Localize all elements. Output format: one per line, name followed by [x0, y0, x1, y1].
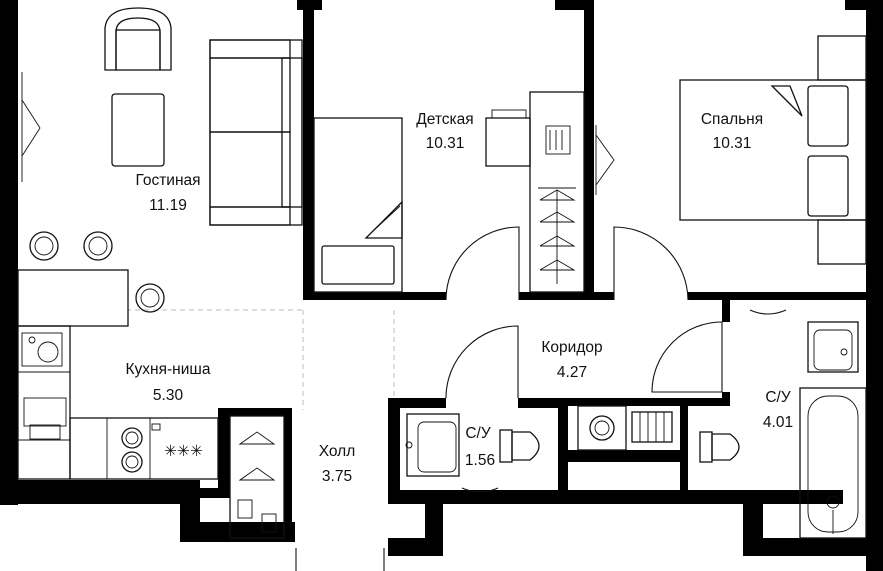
cooktop-icon: ✳✳✳	[164, 443, 203, 460]
room-area: 10.31	[426, 135, 465, 152]
sink-icon	[807, 321, 859, 373]
room-label-hall: Холл 3.75	[319, 443, 356, 485]
room-area: 1.56	[465, 452, 495, 469]
svg-text:✳✳✳: ✳✳✳	[164, 443, 203, 460]
bedroom-window-sill	[749, 309, 787, 315]
bed-icon	[313, 117, 403, 293]
room-name: С/У	[465, 425, 491, 442]
room-name: Гостиная	[135, 172, 200, 189]
room-name: Спальня	[701, 111, 763, 128]
room-area: 11.19	[149, 197, 187, 214]
room-area: 5.30	[153, 387, 184, 404]
stove-icon	[121, 423, 161, 473]
keyboard-icon	[545, 125, 571, 155]
armchair-icon	[104, 7, 172, 71]
washing-machine-icon	[577, 405, 627, 451]
sink-icon	[405, 413, 460, 477]
room-label-kitchen: Кухня-ниша 5.30	[126, 361, 211, 404]
kitchen-counter	[17, 325, 219, 480]
sink-icon	[21, 332, 67, 440]
window-icon	[21, 72, 615, 195]
sofa-icon	[209, 39, 303, 226]
wardrobe-hanger-icon	[538, 187, 576, 284]
room-label-bedroom: Спальня 10.31	[701, 111, 763, 152]
bath-small-door-sill	[461, 487, 499, 493]
room-label-corridor: Коридор 4.27	[541, 339, 602, 381]
bar-stool-icon	[29, 231, 165, 313]
room-area: 4.01	[763, 414, 793, 431]
door-swing-icon	[295, 226, 723, 571]
room-name: С/У	[765, 389, 791, 406]
toilet-icon	[499, 429, 540, 463]
radiator-icon	[631, 411, 673, 443]
room-name: Кухня-ниша	[126, 361, 211, 378]
room-name: Детская	[416, 111, 473, 128]
room-area: 4.27	[557, 364, 587, 381]
wardrobe-hanger-icon	[229, 415, 285, 539]
room-name: Холл	[319, 443, 356, 460]
room-label-bath-large: С/У 4.01	[763, 389, 793, 431]
dining-table-icon	[111, 93, 165, 167]
double-bed-icon	[679, 35, 867, 265]
room-name: Коридор	[541, 339, 602, 356]
room-label-living: Гостиная 11.19	[135, 172, 200, 214]
room-label-kids: Детская 10.31	[416, 111, 473, 152]
toilet-icon	[699, 431, 740, 463]
room-area: 10.31	[713, 135, 752, 152]
bathtub-icon	[799, 387, 867, 539]
desk-icon	[485, 91, 585, 293]
room-label-bath-small: С/У 1.56	[465, 425, 495, 469]
bar-counter	[17, 269, 129, 327]
room-area: 3.75	[322, 468, 352, 485]
